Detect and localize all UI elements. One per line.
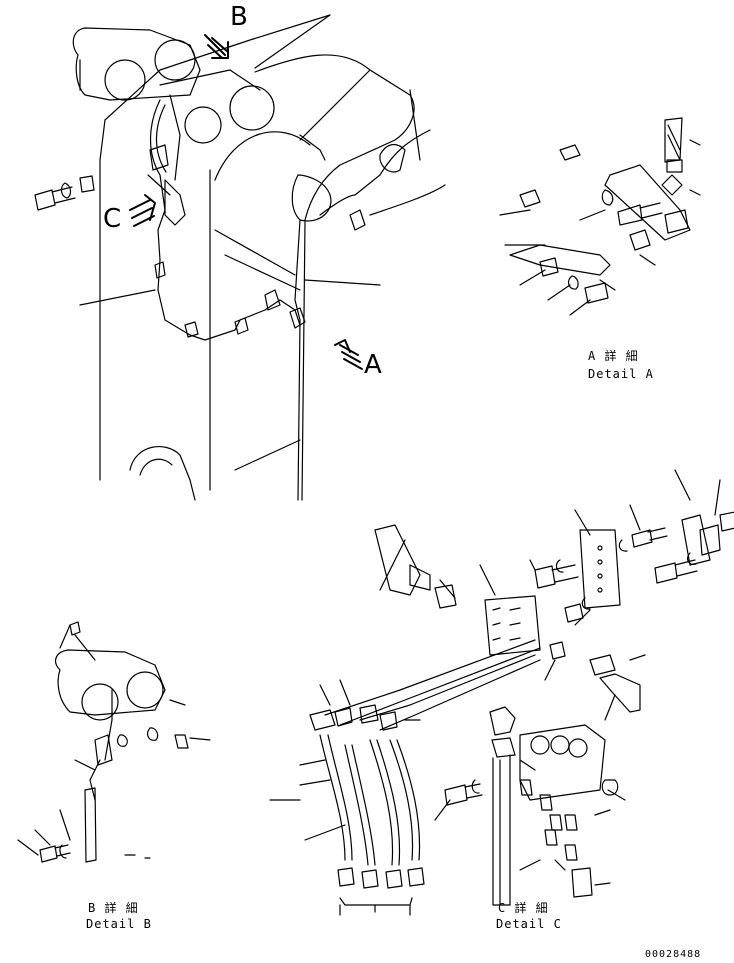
detail-a-view [499,117,701,316]
main-assembly-view [34,14,446,501]
detail-c-view [269,469,734,916]
caption-detail-a-jp: A 詳 細 [588,349,639,363]
view-label-a: A [364,350,382,380]
caption-detail-b-jp: B 詳 細 [88,901,139,915]
detail-b-view [17,621,211,863]
caption-detail-c-en: Detail C [496,917,562,931]
part-number: 00028488 [645,949,702,960]
caption-detail-c-jp: C 詳 細 [498,901,549,915]
caption-detail-b-en: Detail B [86,917,152,931]
view-label-b: B [230,2,248,32]
view-label-c: C [103,204,122,234]
caption-detail-a-en: Detail A [588,367,654,381]
